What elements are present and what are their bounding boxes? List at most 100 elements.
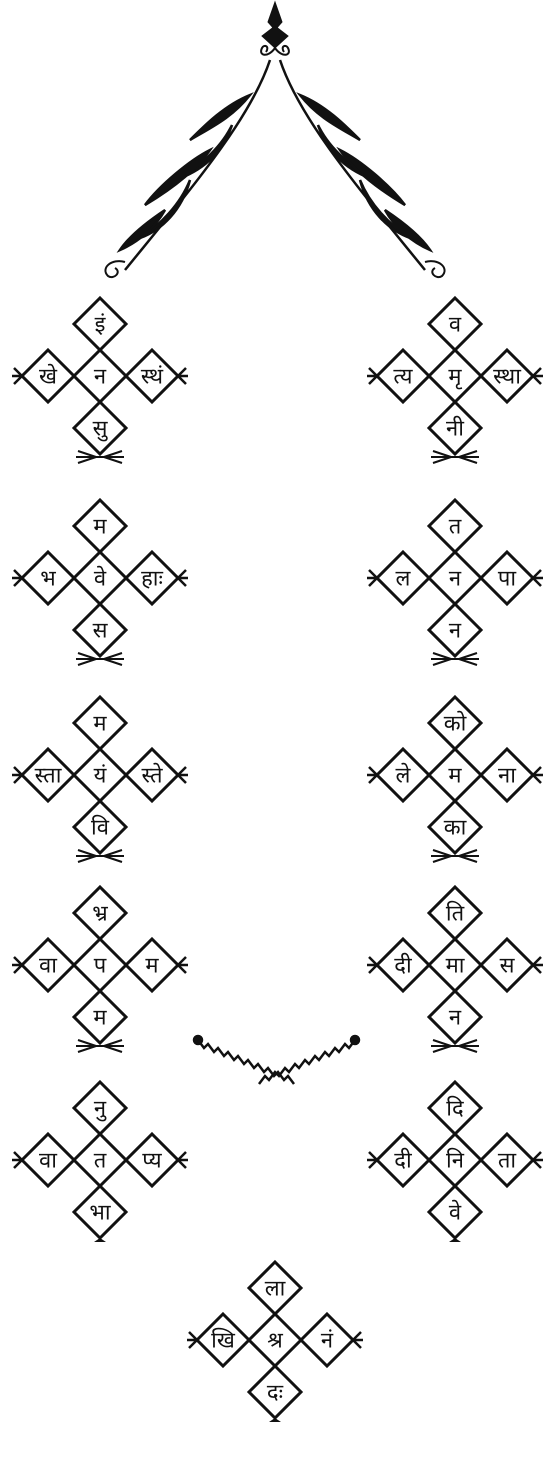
left-cross5-left: वा [22, 1134, 74, 1186]
left-cross1-center: न [74, 350, 126, 402]
right-cross1-right-letter: स्था [493, 365, 521, 390]
left-cross5-right-arrow [178, 1152, 188, 1168]
right-cross3-right: ना [481, 749, 533, 801]
right-cross2-right-arrow [533, 570, 543, 586]
right-cross1-left-letter: त्य [393, 365, 413, 390]
right-cross5-left-arrow [367, 1152, 377, 1168]
left-cross3-top: म [74, 697, 126, 749]
right-cross3-bottom-letter: का [444, 816, 467, 841]
bottom-cross-bottom: दः [249, 1366, 301, 1418]
right-cross5-top: दि [429, 1082, 481, 1134]
left-cross2-center-letter: वे [94, 566, 107, 592]
left-cross4-right-arrow [178, 957, 188, 973]
bottom-cross-bottom-letter: दः [267, 1381, 284, 1406]
left-cross3-left: स्ता [22, 749, 74, 801]
left-cross4-top-letter: भ्र [92, 902, 108, 927]
left-cross3-left-arrow [12, 767, 22, 783]
left-cross1-top-letter: इं [95, 313, 107, 338]
right-cross1-bottom: नी [429, 402, 481, 454]
bottom-cross-right-arrow [353, 1332, 363, 1348]
right-cross2-bottom-letter: न [449, 619, 462, 644]
right-cross5-bottom-letter: वे [449, 1200, 462, 1226]
right-cross4-top: ति [429, 887, 481, 939]
right-cross5-right-letter: ता [498, 1149, 517, 1174]
left-cross3-right-letter: स्ते [141, 763, 163, 789]
left-cross4-left: वा [22, 939, 74, 991]
right-cross3-top-letter: को [444, 711, 467, 737]
left-cross5-right: प्य [126, 1134, 178, 1186]
right-cross5-bottom: वे [429, 1186, 481, 1238]
left-cross5-right-letter: प्य [142, 1149, 163, 1174]
bottom-cross-right-letter: नं [321, 1329, 334, 1354]
left-cross2-right-arrow [178, 570, 188, 586]
bottom-tail [269, 1418, 281, 1422]
left-cross3-left-letter: स्ता [35, 764, 62, 789]
left-cross1-right-arrow [178, 368, 188, 384]
left-cross5-left-arrow [12, 1152, 22, 1168]
right-cross1-right: स्था [481, 350, 533, 402]
right-cross2-right-letter: पा [498, 567, 516, 592]
left-cross2-right-letter: हाः [141, 567, 163, 592]
left-cross1-left: खे [22, 350, 74, 402]
left-cross4-left-letter: वा [39, 954, 57, 979]
bottom-connectors [194, 1036, 359, 1084]
bottom-cross-top-letter: ला [265, 1277, 286, 1302]
left-vine [105, 60, 270, 277]
right-cross4-right-arrow [533, 957, 543, 973]
left-cross4-bottom: म [74, 991, 126, 1043]
left-cross5-bottom-letter: भा [89, 1201, 110, 1226]
bottom-cross-right: नं [301, 1314, 353, 1366]
left-cross5-center-letter: त [94, 1149, 107, 1174]
right-cross4-right-letter: स [500, 954, 516, 979]
left-cross4-right-letter: म [145, 954, 159, 979]
right-cross4-top-letter: ति [446, 901, 465, 927]
left-cross4-center: प [74, 939, 126, 991]
right-cross1-left-arrow [367, 368, 377, 384]
right-cross1-left: त्य [377, 350, 429, 402]
right-cross4-bottom: न [429, 991, 481, 1043]
right-cross2-top: त [429, 500, 481, 552]
right-cross1-right-arrow [533, 368, 543, 384]
right-cross3-bottom: का [429, 801, 481, 853]
right-cross4-left: दी [377, 939, 429, 991]
right-cross5-center-letter: नि [446, 1148, 465, 1174]
right-cross3-left-letter: ले [396, 763, 412, 789]
right-cross4-right: स [481, 939, 533, 991]
right-cross2-top-letter: त [449, 515, 462, 540]
left-cross2-right: हाः [126, 552, 178, 604]
right-cross3-left: ले [377, 749, 429, 801]
left-cross1-right: स्थं [126, 350, 178, 402]
left-cross4-top: भ्र [74, 887, 126, 939]
left-cross2-center: वे [74, 552, 126, 604]
left-cross3-center: यं [74, 749, 126, 801]
finial-ornament [261, 2, 289, 55]
left-tail [94, 1238, 106, 1242]
right-cross2-right: पा [481, 552, 533, 604]
left-cross5-left-letter: वा [39, 1149, 57, 1174]
right-cross5-right: ता [481, 1134, 533, 1186]
right-cross3-left-arrow [367, 767, 377, 783]
right-cross2-bottom: न [429, 604, 481, 656]
left-cross2-left-letter: भ [40, 567, 56, 592]
bottom-cross-left-arrow [187, 1332, 197, 1348]
left-cross4-right: म [126, 939, 178, 991]
left-cross3-right: स्ते [126, 749, 178, 801]
left-cross2-left: भ [22, 552, 74, 604]
right-cross5-top-letter: दि [446, 1096, 464, 1122]
left-cross4-bottom-letter: म [93, 1006, 107, 1031]
left-cross1-right-letter: स्थं [141, 365, 164, 390]
left-cross3-bottom-letter: वि [91, 815, 110, 841]
right-cross4-left-arrow [367, 957, 377, 973]
left-cross1-center-letter: न [94, 365, 107, 390]
left-cross1-left-letter: खे [39, 364, 58, 390]
right-cross2-center: न [429, 552, 481, 604]
left-cross5-bottom: भा [74, 1186, 126, 1238]
right-cross5-left-letter: दी [394, 1148, 412, 1174]
right-cross4-left-letter: दी [394, 953, 412, 979]
bottom-cross-top: ला [249, 1262, 301, 1314]
right-cross1-top: व [429, 298, 481, 350]
right-cross3-top: को [429, 697, 481, 749]
left-cross3-center-letter: यं [94, 764, 108, 789]
left-cross5-top: नु [74, 1082, 126, 1134]
